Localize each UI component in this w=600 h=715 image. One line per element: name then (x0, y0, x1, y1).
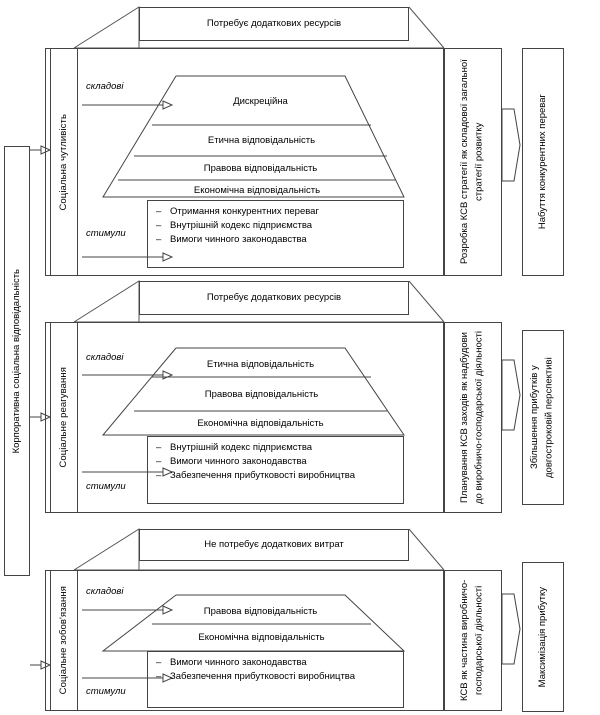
side-label-social-obligation: Соціальне зобов'язання (50, 570, 78, 711)
pyramid-tier-1-1: Дискреційна (176, 79, 345, 123)
list-item: Отримання конкурентних переваг (154, 205, 399, 219)
caption-incentives-3: стимули (86, 686, 126, 697)
side-label-text: Соціальна чутливість (58, 113, 70, 211)
incentives-list-social-obligation: Вимоги чинного законодавства Забезпеченн… (147, 651, 404, 708)
callout-box-social-obligation: Не потребує додаткових витрат (139, 529, 409, 561)
list-item: Вимоги чинного законодавства (154, 455, 399, 469)
pyramid-tier-1-4: Економічна відповідальність (118, 181, 396, 199)
outcome-box-social-obligation: КСВ як частина виробничо-господарської д… (444, 570, 502, 711)
tier-label: Правова відповідальність (204, 388, 319, 400)
result-label: Збільшення прибутків у довгостроковій пе… (529, 357, 555, 478)
side-label-social-sensitivity: Соціальна чутливість (50, 48, 78, 276)
callout-box-social-response: Потребує додаткових ресурсів (139, 281, 409, 315)
side-label-text: Соціальне реагування (58, 367, 70, 468)
outcome-box-social-response: Планування КСВ заходів як надбудови до в… (444, 322, 502, 513)
callout-label: Потребує додаткових ресурсів (206, 18, 342, 30)
side-label-text: Соціальне зобов'язання (58, 586, 70, 695)
tier-label: Правова відповідальність (203, 605, 318, 617)
list-item: Внутрішній кодекс підприємства (154, 441, 399, 455)
tier-label: Етична відповідальність (207, 135, 316, 146)
caption-components-2: складові (86, 352, 124, 363)
tier-label: Правова відповідальність (203, 163, 318, 174)
incentives-list-social-sensitivity: Отримання конкурентних переваг Внутрішні… (147, 200, 404, 268)
caption-components-1: складові (86, 81, 124, 92)
result-box-social-sensitivity: Набуття конкурентних переваг (522, 48, 564, 276)
level-frame-top-social-sensitivity (45, 48, 444, 49)
pyramid-tier-3-1: Правова відповідальність (176, 598, 345, 624)
incentives-list-social-response: Внутрішній кодекс підприємства Вимоги чи… (147, 436, 404, 504)
pyramid-tier-2-2: Правова відповідальність (152, 378, 371, 410)
pyramid-tier-1-2: Етична відповідальність (152, 126, 371, 155)
outcome-label: КСВ як частина виробничо-господарської д… (459, 579, 485, 702)
outcome-label: Розробка КСВ стратегії як складової зага… (459, 59, 485, 265)
level-frame-social-obligation (45, 570, 444, 711)
pyramid-tier-2-1: Етична відповідальність (176, 351, 345, 377)
callout-label: Потребує додаткових ресурсів (206, 292, 342, 304)
tier-label: Етична відповідальність (206, 358, 315, 370)
callout-box-social-sensitivity: Потребує додаткових ресурсів (139, 7, 409, 41)
side-label-social-response: Соціальне реагування (50, 322, 78, 513)
caption-incentives-1: стимули (86, 228, 126, 239)
list-item: Внутрішній кодекс підприємства (154, 219, 399, 233)
caption-incentives-2: стимули (86, 481, 126, 492)
level-frame-social-response (45, 322, 444, 513)
master-title-box: Корпоративна соціальна відповідальність (4, 146, 30, 576)
outcome-label: Планування КСВ заходів як надбудови до в… (459, 331, 485, 504)
pyramid-tier-1-3: Правова відповідальність (134, 157, 387, 180)
list-item: Забезпечення прибутковості виробництва (154, 469, 399, 483)
pyramid-tier-2-3: Економічна відповідальність (134, 412, 387, 434)
level-frame-social-sensitivity (45, 48, 444, 276)
pyramid-tier-3-2: Економічна відповідальність (152, 625, 371, 649)
callout-label: Не потребує додаткових витрат (204, 539, 344, 551)
result-box-social-response: Збільшення прибутків у довгостроковій пе… (522, 330, 564, 505)
tier-label: Дискреційна (233, 95, 288, 107)
tier-label: Економічна відповідальність (198, 631, 325, 643)
list-item: Забезпечення прибутковості виробництва (154, 670, 399, 684)
tier-label: Економічна відповідальність (193, 184, 321, 196)
caption-components-3: складові (86, 586, 124, 597)
list-item: Вимоги чинного законодавства (154, 656, 399, 670)
list-item: Вимоги чинного законодавства (154, 233, 399, 247)
result-label: Набуття конкурентних переваг (536, 94, 548, 230)
tier-label: Економічна відповідальність (197, 417, 324, 429)
result-box-social-obligation: Максимізація прибутку (522, 562, 564, 712)
outcome-box-social-sensitivity: Розробка КСВ стратегії як складової зага… (444, 48, 502, 276)
result-label: Максимізація прибутку (536, 586, 548, 688)
